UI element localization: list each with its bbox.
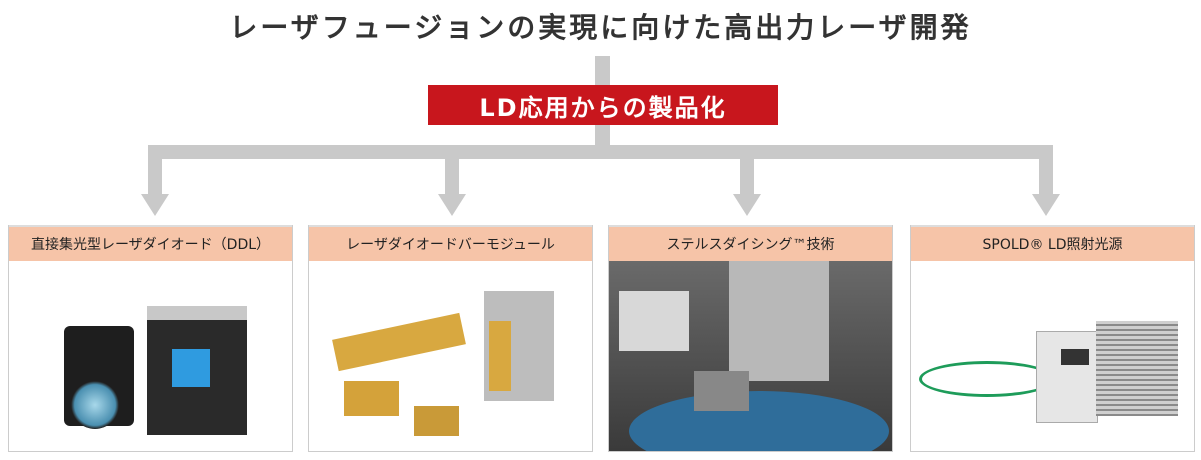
branch-connector (148, 145, 1053, 159)
product-card-ld-bar-module: レーザダイオードバーモジュール (308, 225, 593, 452)
product-title: ステルスダイシング™技術 (609, 225, 892, 261)
branch-stem-1 (148, 145, 162, 195)
product-card-ddl: 直接集光型レーザダイオード（DDL） (8, 225, 293, 452)
ld-bar-module-image (309, 261, 592, 451)
ddl-product-image (9, 261, 292, 451)
branch-stem-2 (445, 145, 459, 195)
center-label-box: LD応用からの製品化 (428, 85, 778, 125)
branch-stem-3 (740, 145, 754, 195)
arrow-down-icon (1032, 194, 1060, 216)
stealth-dicing-image (609, 261, 892, 451)
spold-light-source-image (911, 261, 1194, 451)
product-card-stealth-dicing: ステルスダイシング™技術 (608, 225, 893, 452)
product-title: SPOLD® LD照射光源 (911, 225, 1194, 261)
product-title: レーザダイオードバーモジュール (309, 225, 592, 261)
product-title: 直接集光型レーザダイオード（DDL） (9, 225, 292, 261)
arrow-down-icon (141, 194, 169, 216)
page-title: レーザフュージョンの実現に向けた高出力レーザ開発 (229, 11, 972, 44)
arrow-down-icon (438, 194, 466, 216)
arrow-down-icon (733, 194, 761, 216)
product-card-spold: SPOLD® LD照射光源 (910, 225, 1195, 452)
branch-stem-4 (1039, 145, 1053, 195)
